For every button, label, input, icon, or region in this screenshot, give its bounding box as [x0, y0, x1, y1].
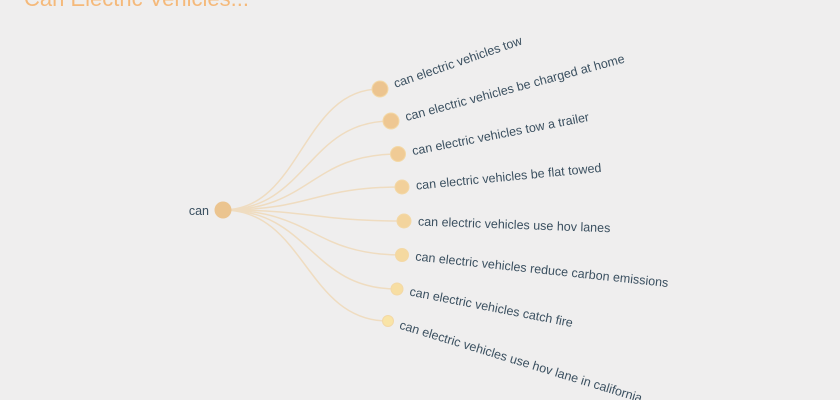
- tree-link: [222, 209, 398, 290]
- child-label[interactable]: can electric vehicles be flat towed: [415, 161, 602, 193]
- tree-link: [222, 153, 399, 211]
- child-node[interactable]: [394, 179, 410, 195]
- root-label: can: [189, 204, 209, 218]
- child-node[interactable]: [395, 248, 409, 262]
- tree-link: [222, 186, 403, 211]
- child-node[interactable]: [390, 282, 404, 296]
- child-label[interactable]: can electric vehicles use hov lanes: [418, 214, 611, 235]
- child-label[interactable]: can electric vehicles use hov lane in ca…: [398, 318, 644, 400]
- child-node[interactable]: [390, 146, 406, 162]
- child-node[interactable]: [382, 315, 394, 327]
- child-label[interactable]: can electric vehicles tow: [392, 33, 525, 90]
- child-label[interactable]: can electric vehicles catch fire: [408, 285, 574, 330]
- tree-link: [222, 88, 381, 211]
- page-title: Can Electric Vehicles...: [24, 0, 249, 12]
- child-node[interactable]: [382, 112, 400, 130]
- tree-link: [222, 209, 403, 256]
- tree-link: [222, 209, 405, 222]
- child-label[interactable]: can electric vehicles tow a trailer: [411, 110, 590, 158]
- tree-link: [222, 120, 392, 211]
- root-node[interactable]: [214, 201, 232, 219]
- child-node[interactable]: [396, 213, 412, 229]
- tree-link: [222, 209, 389, 322]
- child-node[interactable]: [371, 80, 389, 98]
- child-label[interactable]: can electric vehicles reduce carbon emis…: [415, 249, 669, 290]
